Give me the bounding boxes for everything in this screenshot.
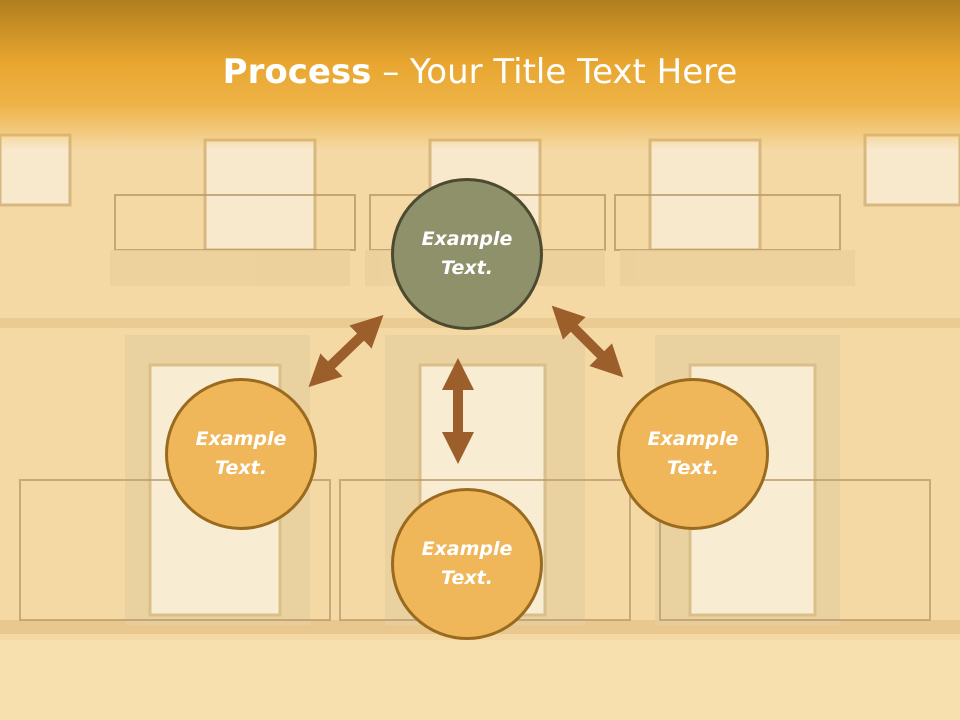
- process-node-left[interactable]: Example Text.: [165, 378, 317, 530]
- title-bold: Process: [222, 52, 372, 92]
- title-dash: –: [371, 52, 411, 92]
- process-node-bottom[interactable]: Example Text.: [391, 488, 543, 640]
- process-node-top[interactable]: Example Text.: [391, 178, 543, 330]
- slide-title: Process – Your Title Text Here: [0, 52, 960, 92]
- node-left-label: Example Text.: [195, 428, 287, 479]
- title-rest: Your Title Text Here: [410, 52, 738, 92]
- node-top-label: Example Text.: [421, 228, 513, 279]
- process-node-right[interactable]: Example Text.: [617, 378, 769, 530]
- title-bar: [0, 0, 960, 150]
- node-right-label: Example Text.: [647, 428, 739, 479]
- double-headed-arrow-icon: [551, 305, 624, 378]
- node-bottom-label: Example Text.: [421, 538, 513, 589]
- double-headed-arrow-icon: [308, 314, 384, 388]
